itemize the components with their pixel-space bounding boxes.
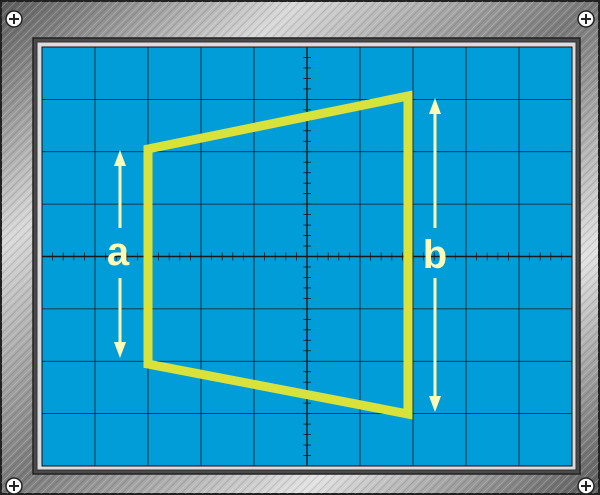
screw-icon	[5, 477, 23, 495]
arrow-b	[429, 98, 441, 412]
measure-label-a: a	[107, 230, 130, 274]
measure-label-b: b	[423, 233, 447, 277]
screw-icon	[5, 10, 23, 28]
screw-icon	[577, 10, 595, 28]
arrow-a	[114, 150, 126, 358]
trapezoid-trace	[143, 90, 413, 420]
screw-icon	[577, 477, 595, 495]
